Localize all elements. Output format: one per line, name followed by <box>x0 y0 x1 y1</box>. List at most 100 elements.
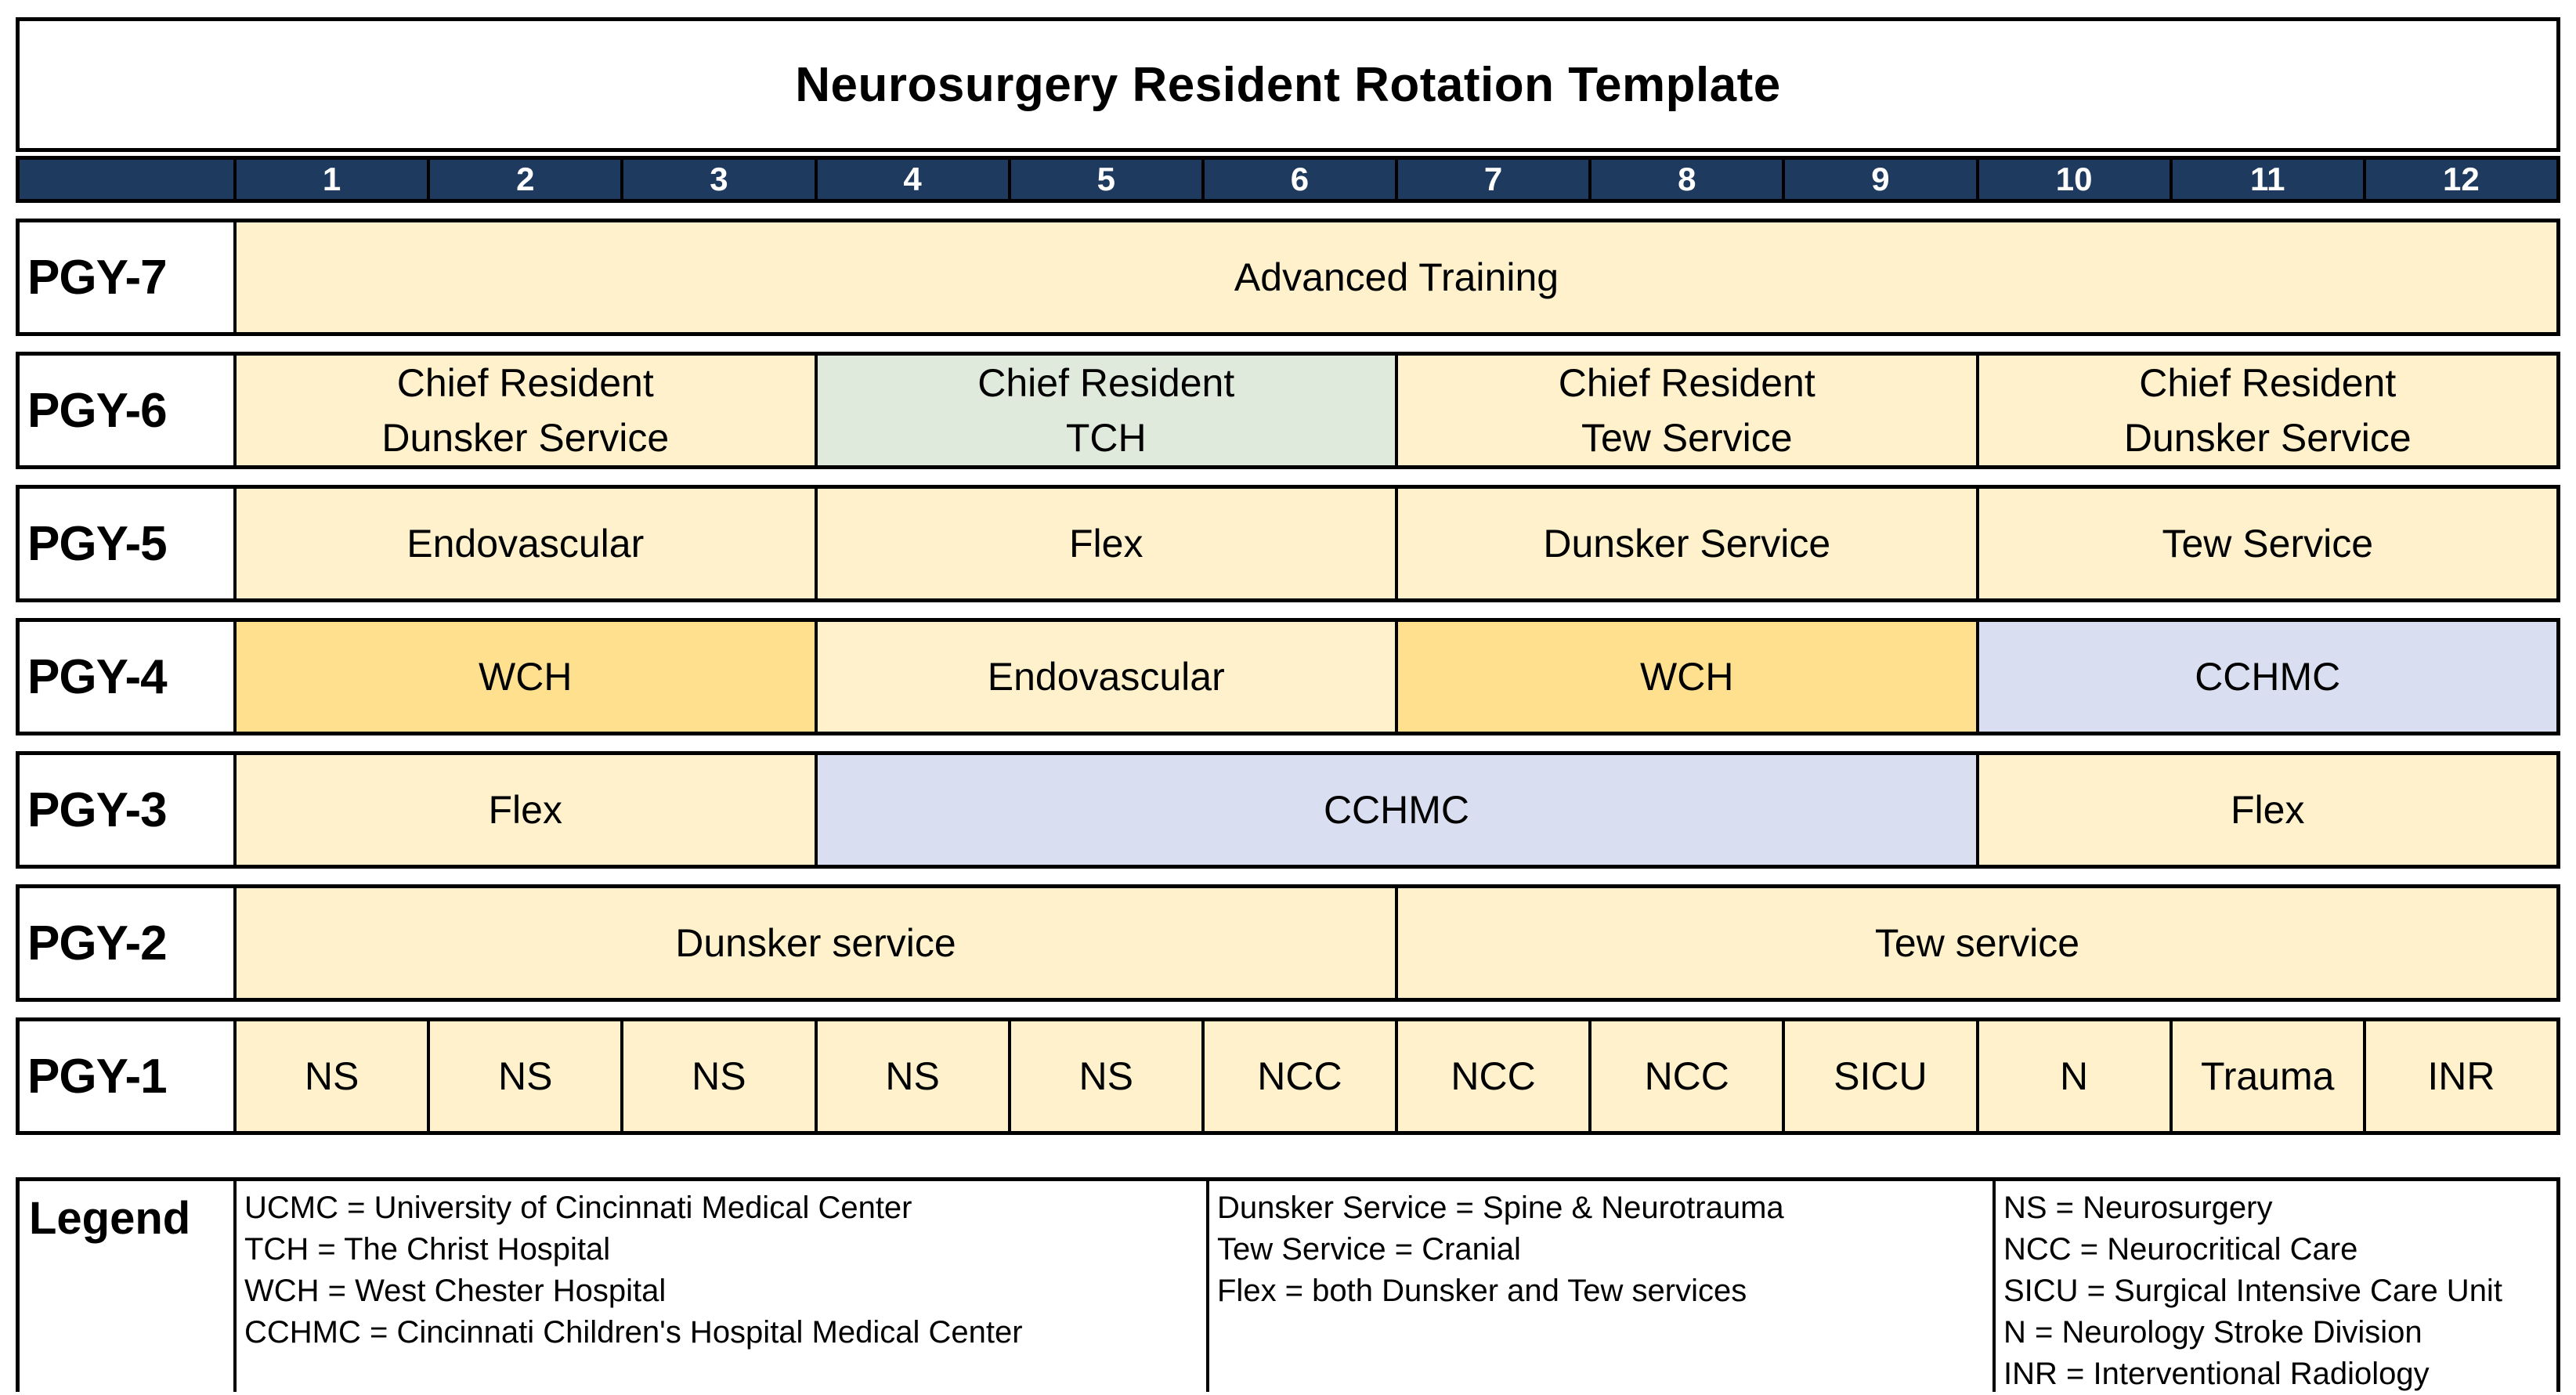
month-cell: 4 <box>817 160 1008 199</box>
row-label-pgy-2: PGY-2 <box>20 888 233 998</box>
rotation-cell-line: Dunsker Service <box>2123 416 2412 460</box>
rotation-cell-line: Flex <box>1069 522 1143 566</box>
month-cell: 5 <box>1010 160 1201 199</box>
row-label-pgy-4: PGY-4 <box>20 622 233 732</box>
month-cell: 9 <box>1785 160 1976 199</box>
rotation-cell-line: Dunsker Service <box>381 416 670 460</box>
legend-item: CCHMC = Cincinnati Children's Hospital M… <box>244 1315 1023 1350</box>
rotation-cell-line: Tew Service <box>1581 416 1793 460</box>
rotation-cell-line: NS <box>885 1054 940 1098</box>
rotation-cell-line: NS <box>304 1054 359 1098</box>
rotation-cell: Flex <box>1978 755 2556 865</box>
month-cell: 6 <box>1204 160 1395 199</box>
pgy-row-pgy-4: PGY-4 WCH Endovascular WCH CCHMC <box>16 618 2560 735</box>
rotation-cell-line: Trauma <box>2201 1054 2335 1098</box>
rotation-cell-line: NCC <box>1451 1054 1536 1098</box>
rotation-cell: CCHMC <box>1978 622 2556 732</box>
rotation-cell-line: Flex <box>488 788 562 832</box>
rotation-cell-line: WCH <box>479 655 573 699</box>
rotation-cell-line: WCH <box>1640 655 1734 699</box>
rotation-cell-line: Chief Resident <box>2139 361 2397 405</box>
rotation-cell-line: Advanced Training <box>1234 255 1559 299</box>
pgy-row-pgy-2: PGY-2 Dunsker service Tew service <box>16 884 2560 1002</box>
rotation-cell: Endovascular <box>237 489 815 598</box>
rotation-cell: NCC <box>1591 1021 1783 1131</box>
legend-label: Legend <box>20 1181 233 1395</box>
rotation-cell-line: Dunsker Service <box>1543 522 1831 566</box>
rotation-cell: Tew Service <box>1978 489 2556 598</box>
rotation-cell: Endovascular <box>817 622 1395 732</box>
rotation-cell: Flex <box>817 489 1395 598</box>
rotation-cell-line: TCH <box>1065 416 1147 460</box>
rotation-cell-line: SICU <box>1834 1054 1927 1098</box>
rotation-cell: NS <box>623 1021 815 1131</box>
rotation-cell: NS <box>817 1021 1008 1131</box>
month-cell: 8 <box>1591 160 1783 199</box>
rotation-cell-line: NCC <box>1644 1054 1729 1098</box>
rotation-cell: NS <box>430 1021 621 1131</box>
legend-item: TCH = The Christ Hospital <box>244 1232 611 1267</box>
rotation-cell-line: Endovascular <box>987 655 1225 699</box>
rotation-cell: NS <box>1010 1021 1201 1131</box>
rotation-cell: Dunsker service <box>237 888 1395 998</box>
rotation-cell-line: CCHMC <box>1323 788 1470 832</box>
rotation-cell-line: NS <box>692 1054 746 1098</box>
rotation-cell-line: NS <box>1078 1054 1133 1098</box>
title-box: Neurosurgery Resident Rotation Template <box>16 17 2560 152</box>
pgy-row-pgy-3: PGY-3 Flex CCHMC Flex <box>16 751 2560 869</box>
rotation-cell: WCH <box>1398 622 1976 732</box>
rotation-cell: Tew service <box>1398 888 2556 998</box>
rotation-cell: NS <box>237 1021 428 1131</box>
rotation-cell: NCC <box>1398 1021 1589 1131</box>
month-cell: 1 <box>237 160 428 199</box>
legend-item: Dunsker Service = Spine & Neurotrauma <box>1217 1191 1784 1225</box>
rotation-cell: SICU <box>1785 1021 1976 1131</box>
rotation-cell-line: NS <box>498 1054 553 1098</box>
legend-item: INR = Interventional Radiology <box>2003 1357 2430 1391</box>
rotation-cell-line: N <box>2060 1054 2089 1098</box>
row-label-pgy-3: PGY-3 <box>20 755 233 865</box>
legend-item: UCMC = University of Cincinnati Medical … <box>244 1191 912 1225</box>
rotation-cell-line: Tew Service <box>2162 522 2374 566</box>
month-cell: 7 <box>1398 160 1589 199</box>
rotation-cell: Trauma <box>2172 1021 2363 1131</box>
legend-item: NCC = Neurocritical Care <box>2003 1232 2358 1267</box>
pgy-row-pgy-5: PGY-5 Endovascular Flex Dunsker Service Tew … <box>16 485 2560 602</box>
row-label-pgy-6: PGY-6 <box>20 356 233 465</box>
rotation-cell-line: INR <box>2427 1054 2495 1098</box>
rotation-cell: WCH <box>237 622 815 732</box>
legend-item: Tew Service = Cranial <box>1217 1232 1521 1267</box>
rotation-cell-line: Chief Resident <box>396 361 654 405</box>
legend-item: Flex = both Dunsker and Tew services <box>1217 1274 1747 1308</box>
rotation-cell-line: Dunsker service <box>675 921 956 965</box>
rotation-cell-line: NCC <box>1257 1054 1342 1098</box>
rotation-cell-line: Chief Resident <box>977 361 1235 405</box>
rotation-cell: Flex <box>237 755 815 865</box>
row-label-pgy-1: PGY-1 <box>20 1021 233 1131</box>
month-cell: 11 <box>2172 160 2363 199</box>
legend-item: SICU = Surgical Intensive Care Unit <box>2003 1274 2502 1308</box>
legend-item: WCH = West Chester Hospital <box>244 1274 667 1308</box>
rotation-cell: INR <box>2365 1021 2556 1131</box>
month-cell: 3 <box>623 160 815 199</box>
rotation-cell-line: Tew service <box>1874 921 2080 965</box>
rotation-cell: CCHMC <box>817 755 1976 865</box>
legend-item: N = Neurology Stroke Division <box>2003 1315 2422 1350</box>
page-title: Neurosurgery Resident Rotation Template <box>795 57 1781 112</box>
month-header-label-cell <box>20 160 233 199</box>
rotation-cell: Dunsker Service <box>1398 489 1976 598</box>
legend: Legend UCMC = University of Cincinnati Me… <box>16 1177 2560 1395</box>
row-label-pgy-5: PGY-5 <box>20 489 233 598</box>
rotation-cell: NCC <box>1204 1021 1395 1131</box>
rotation-cell-line: Endovascular <box>406 522 645 566</box>
rotation-cell-line: Flex <box>2231 788 2305 832</box>
pgy-row-pgy-1: PGY-1 NS NS NS NS NS NCC NCC NCC SICU N Trauma INR <box>16 1017 2560 1135</box>
